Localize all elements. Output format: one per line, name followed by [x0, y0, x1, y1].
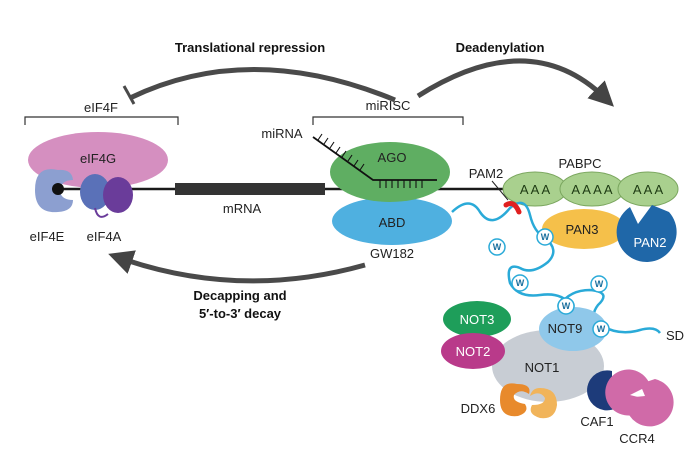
- gw182-label: GW182: [370, 246, 414, 261]
- w-motif: W: [557, 297, 575, 315]
- mrna-orf-box: [175, 183, 325, 195]
- deadenylation-label: Deadenylation: [456, 40, 545, 55]
- pan2-protein: [616, 205, 677, 262]
- eif4e-label: eIF4E: [30, 229, 65, 244]
- poly-a-3: A A A: [633, 182, 664, 197]
- svg-text:W: W: [541, 232, 550, 242]
- caf1-label: CAF1: [580, 414, 613, 429]
- mirna-label: miRNA: [261, 126, 302, 141]
- eif4a-hinge: [94, 207, 109, 218]
- poly-a-1: A A A: [520, 182, 551, 197]
- eif4f-bracket: [24, 116, 179, 125]
- abd-protein: [332, 197, 452, 245]
- poly-a-2: A A A A: [571, 182, 613, 197]
- not9-label: NOT9: [548, 321, 583, 336]
- pabpc-3: [617, 171, 679, 207]
- pan3-label: PAN3: [566, 222, 599, 237]
- w-motif: W: [592, 320, 610, 338]
- decapping-arrow: [108, 250, 366, 284]
- not2-protein: [441, 333, 505, 369]
- pan2-label: PAN2: [634, 235, 667, 250]
- decapping-label-2: 5′-to-3′ decay: [199, 306, 282, 321]
- abd-label: ABD: [379, 215, 406, 230]
- repression-bar: [122, 85, 136, 105]
- mrna-label: mRNA: [223, 201, 262, 216]
- ddx6-protein: [500, 383, 530, 417]
- ddx6-label: DDX6: [461, 401, 496, 416]
- not3-protein: [443, 301, 511, 337]
- eif4a-label: eIF4A: [87, 229, 122, 244]
- ddx6-lobe: [530, 388, 557, 419]
- not1-label: NOT1: [525, 360, 560, 375]
- ccr4-label: CCR4: [619, 431, 654, 446]
- svg-text:W: W: [493, 242, 502, 252]
- pam2-motif: [503, 201, 522, 215]
- eif4f-label: eIF4F: [84, 100, 118, 115]
- pam2-label: PAM2: [469, 166, 503, 181]
- pam2-pointer: [491, 180, 509, 201]
- eif4a-left-lobe: [80, 174, 110, 210]
- eif4g-label: eIF4G: [80, 151, 116, 166]
- ago-label: AGO: [378, 150, 407, 165]
- w-motif: W: [488, 238, 506, 256]
- pan3-protein: [542, 209, 626, 249]
- svg-text:W: W: [516, 278, 525, 288]
- decapping-label-1: Decapping and: [193, 288, 286, 303]
- ccr4-body: [625, 379, 674, 427]
- cap-dot: [52, 183, 64, 195]
- svg-text:W: W: [562, 301, 571, 311]
- w-motif: W: [511, 274, 529, 292]
- eif4a-right-lobe: [103, 177, 133, 213]
- not9-protein: [539, 307, 607, 351]
- w-motif: W: [590, 275, 608, 293]
- translational-repression-arrow: [128, 67, 396, 103]
- not2-label: NOT2: [456, 344, 491, 359]
- svg-text:W: W: [597, 324, 606, 334]
- translational-repression-label: Translational repression: [175, 40, 325, 55]
- not3-label: NOT3: [460, 312, 495, 327]
- mirna-bases: [317, 133, 423, 188]
- deadenylation-arrow: [416, 58, 614, 107]
- ago-protein: [330, 142, 450, 202]
- sd-label: SD: [666, 328, 684, 343]
- svg-text:W: W: [595, 279, 604, 289]
- w-motif: W: [536, 228, 554, 246]
- pabpc-label: PABPC: [558, 156, 601, 171]
- mirisc-label: miRISC: [366, 98, 411, 113]
- mirisc-bracket: [312, 116, 464, 125]
